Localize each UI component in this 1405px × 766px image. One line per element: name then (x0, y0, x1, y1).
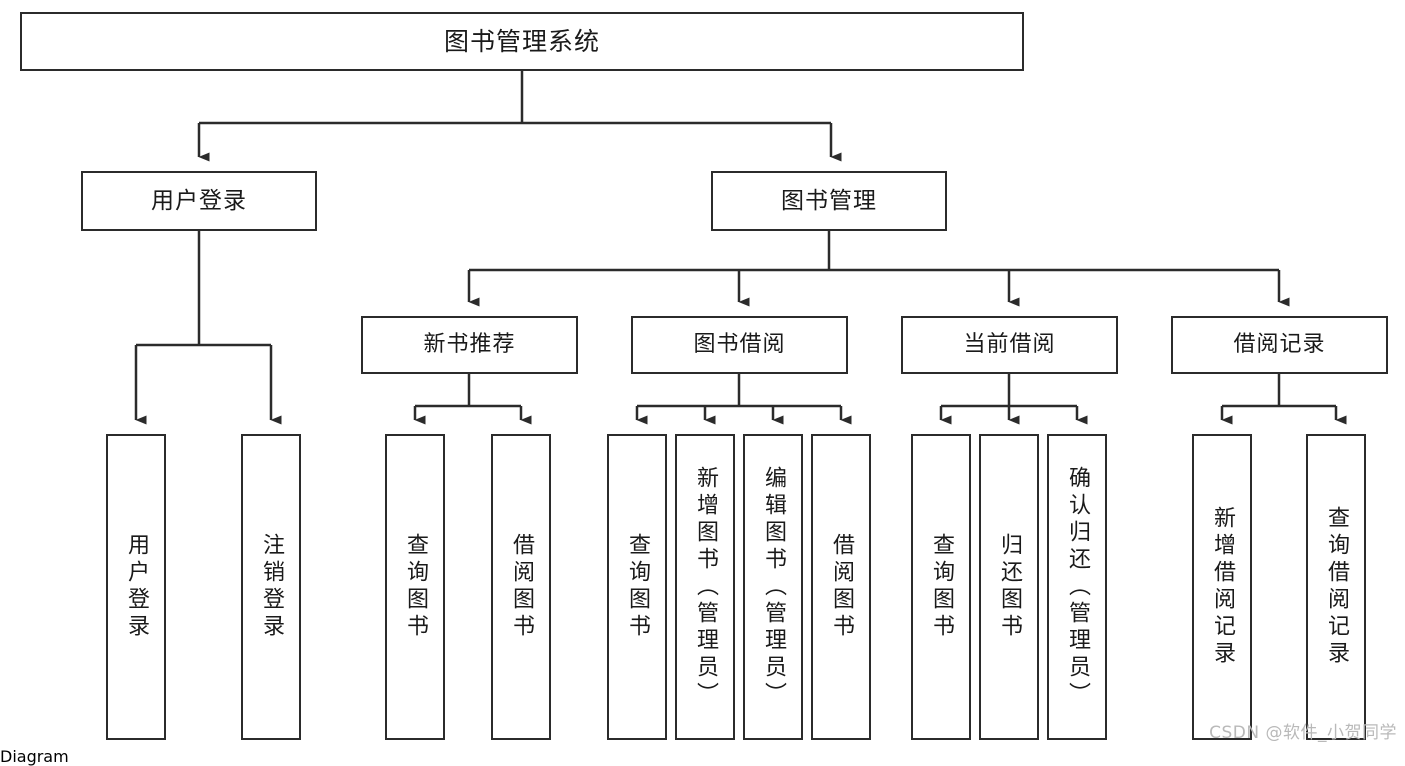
node-label: 当前借阅 (963, 332, 1056, 358)
node-label: 用户登录 (124, 533, 149, 641)
leaf-new-book-query-book[interactable]: 查询图书 (385, 434, 445, 740)
node-root-system[interactable]: 图书管理系统 (20, 12, 1024, 71)
node-book-borrow[interactable]: 图书借阅 (631, 316, 848, 374)
node-label: 用户登录 (151, 187, 247, 214)
node-label: 借阅图书 (829, 533, 854, 641)
node-label: 归还图书 (997, 533, 1022, 641)
leaf-borrow-record-query-record[interactable]: 查询借阅记录 (1306, 434, 1366, 740)
leaf-current-borrow-confirm-return-admin[interactable]: 确认归还（管理员） (1047, 434, 1107, 740)
node-label: 借阅图书 (509, 533, 534, 641)
node-label: 图书管理 (781, 187, 877, 214)
node-label: 确认归还（管理员） (1065, 465, 1090, 709)
node-label: 查询借阅记录 (1324, 506, 1349, 668)
node-current-borrow[interactable]: 当前借阅 (901, 316, 1118, 374)
leaf-book-borrow-query-book[interactable]: 查询图书 (607, 434, 667, 740)
node-label: 新增借阅记录 (1210, 506, 1235, 668)
node-label: 新书推荐 (423, 332, 516, 358)
watermark-text: CSDN @软件_小贺同学 (1209, 723, 1397, 743)
leaf-book-borrow-borrow-book[interactable]: 借阅图书 (811, 434, 871, 740)
node-label: 借阅记录 (1233, 332, 1326, 358)
node-label: 查询图书 (625, 533, 650, 641)
leaf-current-borrow-return-book[interactable]: 归还图书 (979, 434, 1039, 740)
node-borrow-record[interactable]: 借阅记录 (1171, 316, 1388, 374)
leaf-user-login-logout[interactable]: 注销登录 (241, 434, 301, 740)
node-user-login[interactable]: 用户登录 (81, 171, 317, 231)
node-label: 新增图书（管理员） (693, 465, 718, 709)
diagram-canvas: 图书管理系统 用户登录 图书管理 新书推荐 图书借阅 当前借阅 借阅记录 用户登… (20, 12, 1397, 743)
leaf-new-book-borrow-book[interactable]: 借阅图书 (491, 434, 551, 740)
node-label: 编辑图书（管理员） (761, 465, 786, 709)
leaf-user-login-login[interactable]: 用户登录 (106, 434, 166, 740)
node-label: 图书借阅 (693, 332, 786, 358)
node-label: 注销登录 (259, 533, 284, 641)
leaf-current-borrow-query-book[interactable]: 查询图书 (911, 434, 971, 740)
leaf-book-borrow-edit-book-admin[interactable]: 编辑图书（管理员） (743, 434, 803, 740)
leaf-borrow-record-add-record[interactable]: 新增借阅记录 (1192, 434, 1252, 740)
node-label: 图书管理系统 (443, 26, 600, 56)
node-label: 查询图书 (403, 533, 428, 641)
leaf-book-borrow-add-book-admin[interactable]: 新增图书（管理员） (675, 434, 735, 740)
node-book-management[interactable]: 图书管理 (711, 171, 947, 231)
node-label: 查询图书 (929, 533, 954, 641)
node-new-book-recommend[interactable]: 新书推荐 (361, 316, 578, 374)
